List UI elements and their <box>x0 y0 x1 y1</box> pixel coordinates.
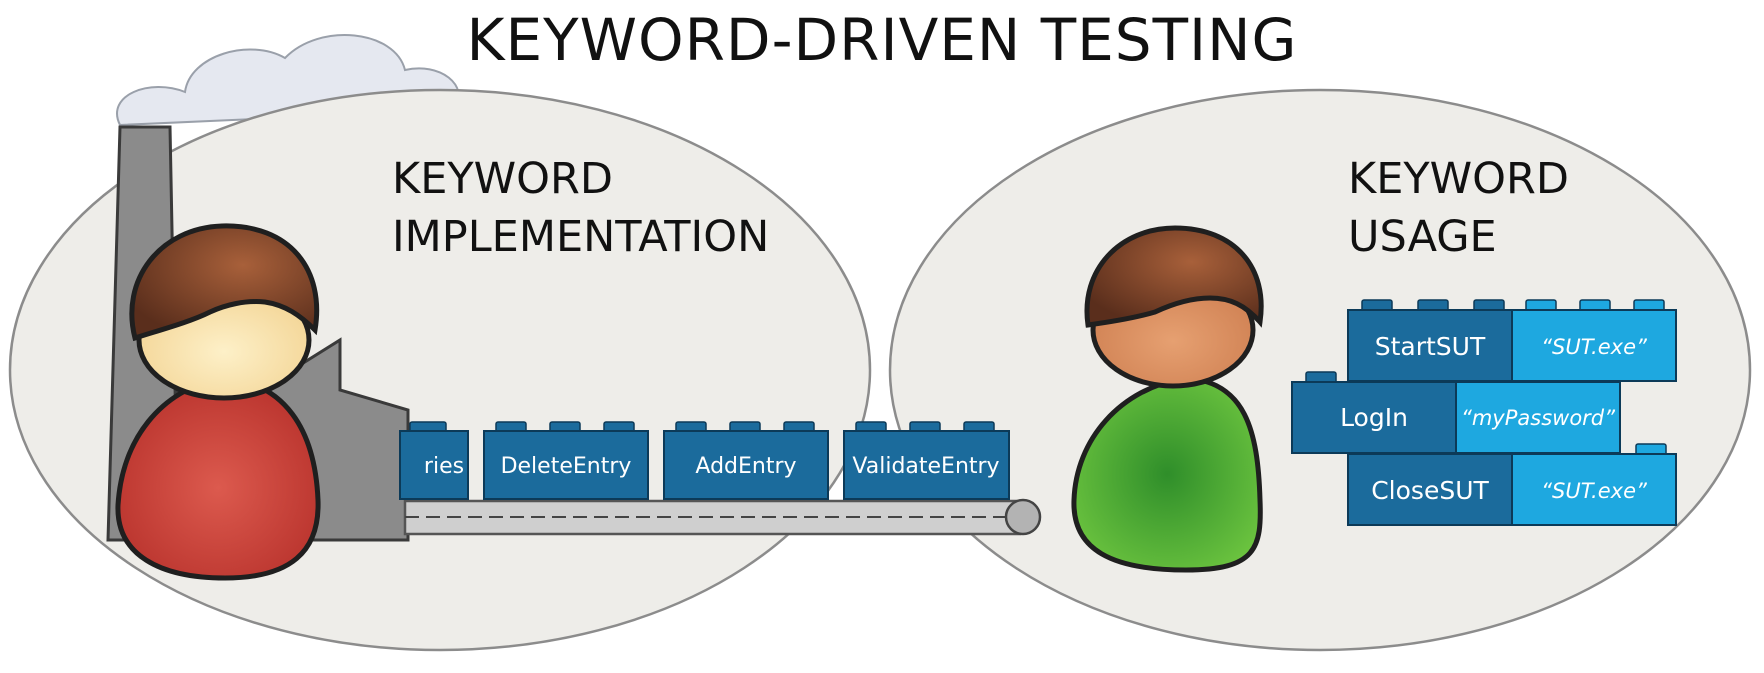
usage-keyword-block-1 <box>1291 381 1457 454</box>
usage-keyword-label-1: LogIn <box>1340 403 1408 432</box>
conveyor-block-label-0: ries <box>424 454 464 479</box>
developer-person-icon <box>115 223 321 581</box>
conveyor-block-1: DeleteEntry <box>483 421 649 500</box>
conveyor-block-label-2: AddEntry <box>695 454 796 479</box>
usage-param-block-1 <box>1455 381 1621 454</box>
tester-body <box>1071 375 1263 573</box>
conveyor-belt <box>403 498 1042 536</box>
conveyor-block-label-1: DeleteEntry <box>501 454 632 479</box>
conveyor-block-2: AddEntry <box>663 421 829 500</box>
usage-heading-line1: KEYWORD <box>1348 154 1569 204</box>
conveyor-block-3: ValidateEntry <box>843 421 1010 500</box>
usage-keyword-block-2 <box>1347 453 1513 526</box>
usage-row-2: CloseSUT “SUT.exe” <box>1347 453 1677 526</box>
usage-heading-line2: USAGE <box>1348 212 1497 262</box>
usage-param-label-1: “myPassword” <box>1461 406 1616 430</box>
tester-person-icon <box>1071 225 1264 573</box>
conveyor-roller <box>1004 498 1042 536</box>
usage-row-1: LogIn “myPassword” <box>1291 381 1621 454</box>
conveyor-block-0: ries <box>399 421 469 500</box>
usage-row-0: StartSUT “SUT.exe” <box>1347 309 1677 382</box>
usage-param-block-2 <box>1511 453 1677 526</box>
developer-hair <box>129 223 320 342</box>
diagram-title: KEYWORD-DRIVEN TESTING <box>466 6 1298 74</box>
implementation-heading-line2: IMPLEMENTATION <box>392 212 770 262</box>
usage-param-label-2: “SUT.exe” <box>1541 479 1648 503</box>
usage-keyword-table: StartSUT “SUT.exe” LogIn “myPassword” Cl… <box>1291 299 1677 526</box>
developer-body <box>115 375 321 581</box>
usage-param-label-0: “SUT.exe” <box>1541 335 1648 359</box>
implementation-heading-line1: KEYWORD <box>392 154 613 204</box>
usage-heading: KEYWORD USAGE <box>1348 150 1569 266</box>
usage-keyword-label-2: CloseSUT <box>1371 476 1489 505</box>
conveyor-block-label-3: ValidateEntry <box>852 454 999 479</box>
tester-hair <box>1084 225 1264 328</box>
usage-keyword-label-0: StartSUT <box>1375 332 1486 361</box>
implementation-heading: KEYWORD IMPLEMENTATION <box>392 150 769 266</box>
